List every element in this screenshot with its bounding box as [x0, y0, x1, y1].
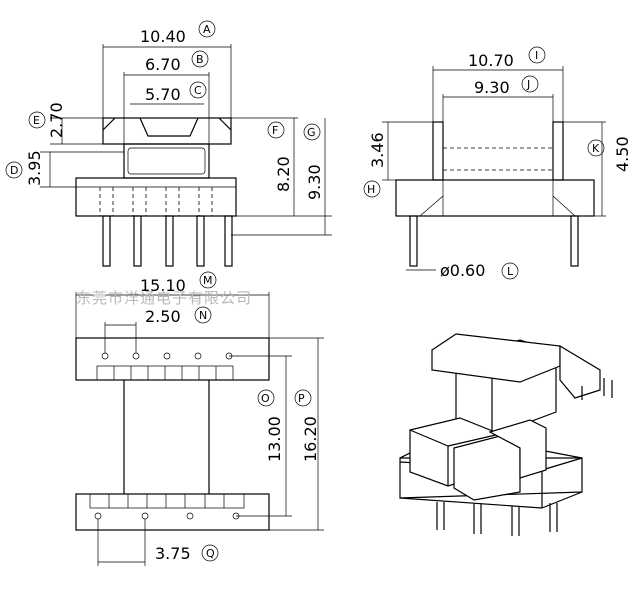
isometric-view — [399, 333, 613, 536]
dim-A-value: 10.40 — [140, 27, 186, 46]
dim-A-tag: A — [203, 23, 211, 36]
dim-Q-tag: Q — [206, 547, 215, 560]
dim-K-value: 4.50 — [613, 136, 632, 172]
dim-N-value: 2.50 — [145, 307, 181, 326]
dim-E-value: 2.70 — [47, 102, 66, 138]
dim-P-value: 16.20 — [301, 416, 320, 462]
dim-H-tag: H — [367, 183, 375, 196]
dim-H-value: 3.46 — [368, 132, 387, 168]
dim-D-tag: D — [10, 164, 18, 177]
dim-G-value: 9.30 — [305, 164, 324, 200]
dim-M-tag: M — [203, 274, 213, 287]
side-view — [382, 66, 606, 271]
dim-O-tag: O — [261, 392, 270, 405]
dim-Q-value: 3.75 — [155, 544, 191, 563]
dim-B-tag: B — [196, 53, 204, 66]
dim-I-tag: I — [535, 49, 538, 62]
dim-E-tag: E — [33, 114, 40, 127]
dim-F-value: 8.20 — [274, 156, 293, 192]
dim-L-tag: L — [507, 265, 514, 278]
dim-G-tag: G — [307, 126, 316, 139]
dim-D-value: 3.95 — [25, 150, 44, 186]
dim-C-tag: C — [194, 84, 202, 97]
dim-K-tag: K — [592, 142, 600, 155]
dim-P-tag: P — [298, 392, 305, 405]
dim-F-tag: F — [272, 124, 278, 137]
top-view — [75, 292, 324, 566]
dim-J-value: 9.30 — [474, 78, 510, 97]
front-view — [40, 44, 332, 267]
dim-O-value: 13.00 — [265, 416, 284, 462]
dim-C-value: 5.70 — [145, 85, 181, 104]
dim-B-value: 6.70 — [145, 55, 181, 74]
dim-N-tag: N — [199, 309, 207, 322]
dim-I-value: 10.70 — [468, 51, 514, 70]
watermark: 东莞市洋通电子有限公司 — [76, 289, 252, 307]
dim-J-tag: J — [526, 78, 530, 91]
dim-L-value: ø0.60 — [440, 261, 485, 280]
dim-M-value: 15.10 — [140, 276, 186, 295]
